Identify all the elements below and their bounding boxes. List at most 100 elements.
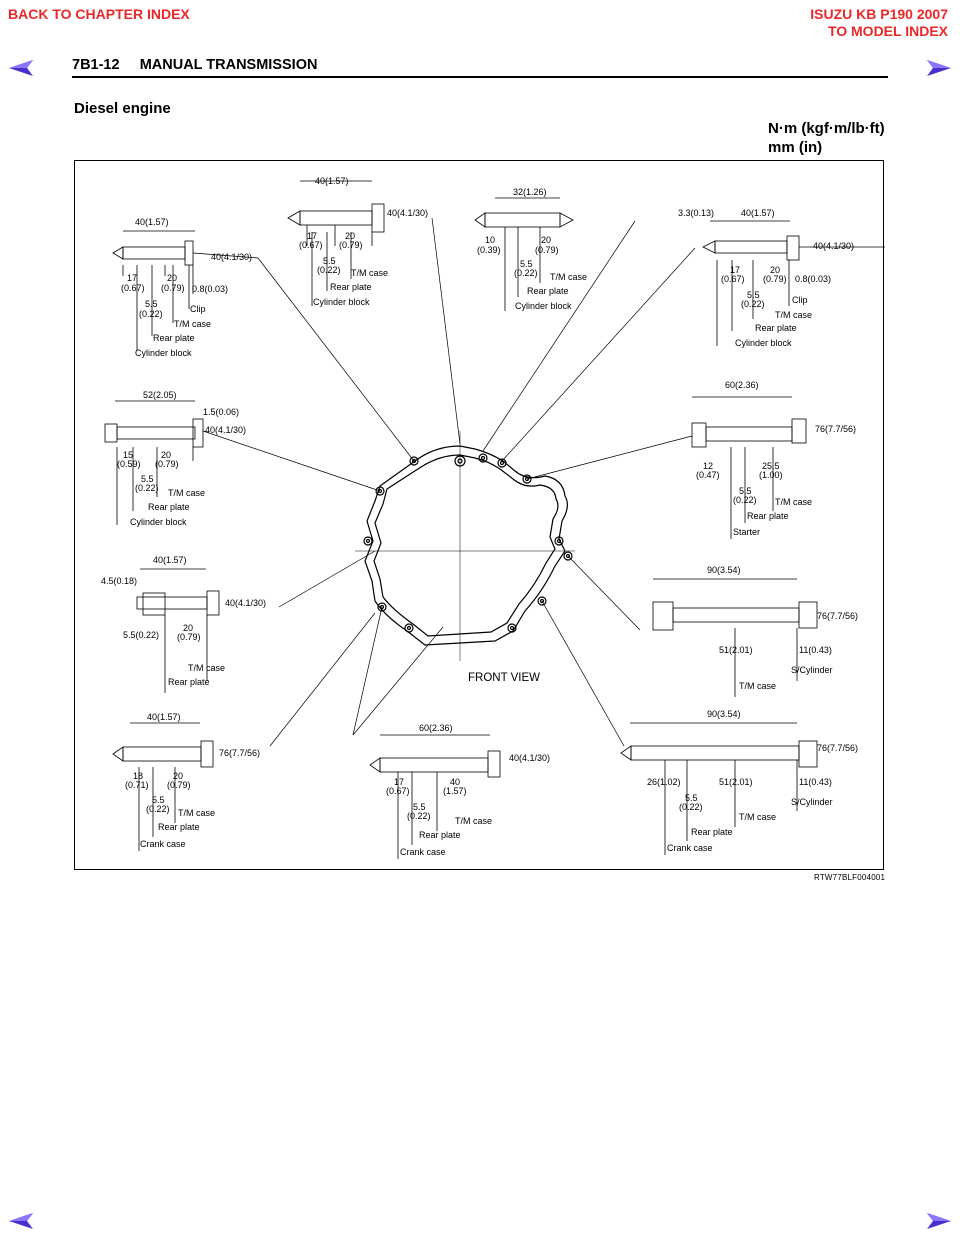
bolt-c-cyl-block: Cylinder block [515, 301, 572, 311]
bolt-d-gap: 0.8(0.03) [795, 274, 831, 284]
bolt-k-d2: 11(0.43) [799, 777, 832, 787]
bolt-c-rear-plate: Rear plate [527, 286, 569, 296]
bolt-j-tm-case: T/M case [455, 816, 492, 826]
bolt-a-d1: 17 [127, 273, 137, 283]
bolt-f-d1in: (0.47) [696, 470, 720, 480]
bolt-f-tm-case: T/M case [775, 497, 812, 507]
bolt-g-torque: 40(4.1/30) [225, 598, 266, 608]
housing-centerlines [355, 431, 575, 661]
bolt-b-thick-in: (0.22) [317, 265, 341, 275]
bolt-i [112, 722, 214, 851]
bolt-a-d1in: (0.67) [121, 283, 145, 293]
bolt-f-thick: 5.5 [739, 486, 752, 496]
bolt-f-d2in: (1.00) [759, 470, 783, 480]
bolt-e-d1in: (0.59) [117, 459, 141, 469]
bolt-a-d2: 20 [167, 273, 177, 283]
bolt-d-pre: 3.3(0.13) [678, 208, 714, 218]
bolt-h-torque: 76(7.7/56) [817, 611, 858, 621]
bolt-d-thick: 5.5 [747, 290, 760, 300]
bolt-e-rear-plate: Rear plate [148, 502, 190, 512]
units-length: mm (in) [768, 139, 823, 156]
bolt-b-torque: 40(4.1/30) [387, 208, 428, 218]
bolt-c-thick-in: (0.22) [514, 268, 538, 278]
right-arrow-icon[interactable] [926, 59, 952, 77]
bolt-g [136, 568, 220, 693]
bolt-j-d1: 17 [394, 777, 404, 787]
bolt-d-cyl-block: Cylinder block [735, 338, 792, 348]
model-title: ISUZU KB P190 2007 [810, 6, 948, 22]
bolt-h-tm-case: T/M case [739, 681, 776, 691]
bolt-a-torque: 40(4.1/30) [211, 252, 252, 262]
bolt-c-length: 32(1.26) [513, 187, 547, 197]
bolt-a-d2in: (0.79) [161, 283, 185, 293]
bolt-d-d2in: (0.79) [763, 274, 787, 284]
bolt-g-pre: 4.5(0.18) [101, 576, 137, 586]
bolt-j-torque: 40(4.1/30) [509, 753, 550, 763]
bolt-k-crank-case: Crank case [667, 843, 713, 853]
bolt-j-length: 60(2.36) [419, 723, 453, 733]
bolt-f-starter: Starter [733, 527, 760, 537]
bolt-j-thick: 5.5 [413, 802, 426, 812]
bolt-d-d1: 17 [730, 265, 740, 275]
bolt-d-d1in: (0.67) [721, 274, 745, 284]
bolt-i-torque: 76(7.7/56) [219, 748, 260, 758]
bolt-c-d2in: (0.79) [535, 245, 559, 255]
bolt-e-length: 52(2.05) [143, 390, 177, 400]
bolt-j-d2: 40 [450, 777, 460, 787]
bolt-a-thick-in: (0.22) [139, 309, 163, 319]
bolt-e-tm-case: T/M case [168, 488, 205, 498]
bolt-d-rear-plate: Rear plate [755, 323, 797, 333]
bolt-d-tm-case: T/M case [775, 310, 812, 320]
bolt-a-thick: 5.5 [145, 299, 158, 309]
bolt-j-d2in: (1.57) [443, 786, 467, 796]
bolt-g-thick: 5.5(0.22) [123, 630, 159, 640]
right-arrow-icon[interactable] [926, 1212, 952, 1230]
bolt-h-scylinder: S/Cylinder [791, 665, 833, 675]
bolt-e-d1: 15 [123, 450, 133, 460]
bolt-g-tm-case: T/M case [188, 663, 225, 673]
bolt-e-thick-in: (0.22) [135, 483, 159, 493]
figure-code: RTW77BLF004001 [814, 873, 886, 882]
bolt-b-tm-case: T/M case [351, 268, 388, 278]
bolt-f-length: 60(2.36) [725, 380, 759, 390]
units-torque: N·m (kgf·m/lb·ft) [768, 120, 885, 137]
model-index-link[interactable]: ISUZU KB P190 2007 TO MODEL INDEX [810, 6, 948, 40]
bolt-d-torque: 40(4.1/30) [813, 241, 854, 251]
bolt-c-d1: 10 [485, 235, 495, 245]
bolt-c [474, 197, 574, 311]
bolt-g-d2in: (0.79) [177, 632, 201, 642]
bolt-k-scylinder: S/Cylinder [791, 797, 833, 807]
bolt-b-d1in: (0.67) [299, 240, 323, 250]
bolt-d-d2: 20 [770, 265, 780, 275]
bolt-e-d2in: (0.79) [155, 459, 179, 469]
bolt-b-rear-plate: Rear plate [330, 282, 372, 292]
bolt-b-d2in: (0.79) [339, 240, 363, 250]
bolt-d [702, 220, 885, 346]
bolt-b-d1: 17 [307, 231, 317, 241]
bolt-diagram-figure: 40(1.57) 40(4.1/30) 17 (0.67) 20 (0.79) … [74, 160, 885, 870]
bolt-g-d2: 20 [183, 623, 193, 633]
bolt-d-thick-in: (0.22) [741, 299, 765, 309]
to-model-index: TO MODEL INDEX [827, 23, 948, 39]
bolt-e-cyl-block: Cylinder block [130, 517, 187, 527]
left-arrow-icon[interactable] [8, 59, 34, 77]
bolt-f [691, 396, 807, 539]
bolt-e-d2: 20 [161, 450, 171, 460]
bolt-a-tm-case: T/M case [174, 319, 211, 329]
back-to-chapter-index-link[interactable]: BACK TO CHAPTER INDEX [8, 6, 190, 22]
bolt-i-thick-in: (0.22) [146, 804, 170, 814]
bolt-a-gap: 0.8(0.03) [192, 284, 228, 294]
bolt-e-torque: 40(4.1/30) [205, 425, 246, 435]
bolt-b-cyl-block: Cylinder block [313, 297, 370, 307]
bolt-k-tm-case: T/M case [739, 812, 776, 822]
bolt-e-gap: 1.5(0.06) [203, 407, 239, 417]
bolt-d-length: 40(1.57) [741, 208, 775, 218]
bolt-c-d1in: (0.39) [477, 245, 501, 255]
bolt-k-rear-plate: Rear plate [691, 827, 733, 837]
bolt-i-tm-case: T/M case [178, 808, 215, 818]
bolt-d-clip: Clip [792, 295, 808, 305]
left-arrow-icon[interactable] [8, 1212, 34, 1230]
bolt-a-length: 40(1.57) [135, 217, 169, 227]
bolt-h-length: 90(3.54) [707, 565, 741, 575]
bolt-j-rear-plate: Rear plate [419, 830, 461, 840]
